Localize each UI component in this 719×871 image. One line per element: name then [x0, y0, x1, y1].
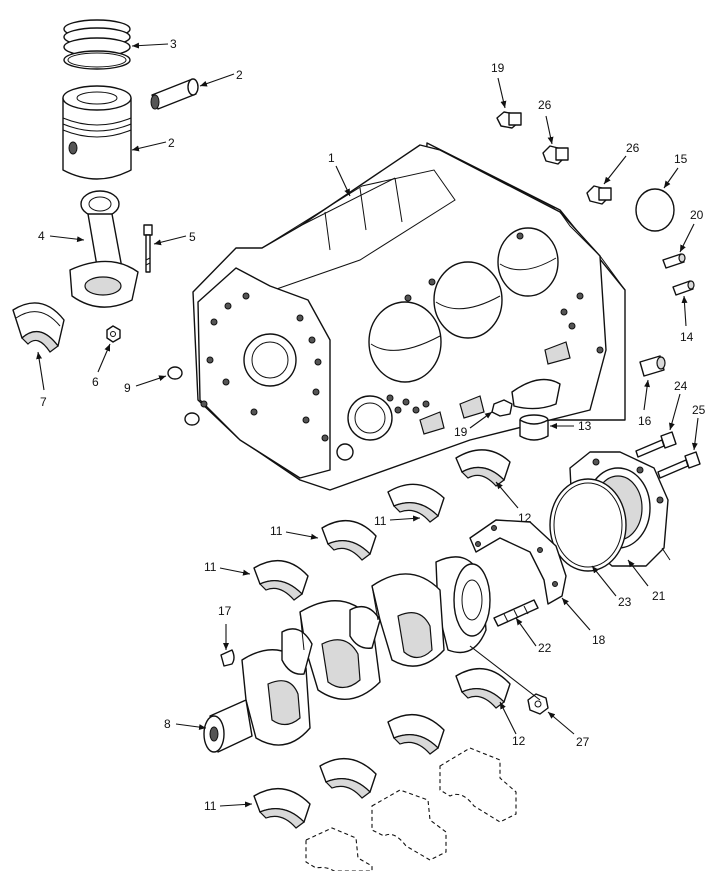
callout-13: 13 — [578, 419, 592, 433]
callout-8: 8 — [164, 717, 171, 731]
piston-rings — [63, 19, 131, 70]
callout-26-b: 26 — [626, 141, 640, 155]
callout-22: 22 — [538, 641, 552, 655]
callout-17: 17 — [218, 604, 232, 618]
bolt-24 — [635, 431, 677, 458]
callout-11-c: 11 — [204, 560, 217, 574]
callout-11-a: 11 — [374, 514, 387, 528]
leader-lines — [36, 42, 699, 808]
callout-18: 18 — [592, 633, 606, 647]
callout-9: 9 — [124, 381, 131, 395]
dowel-20 — [662, 253, 686, 269]
gasket-18 — [469, 519, 567, 605]
main-bearing-cap-center — [371, 789, 447, 861]
nut-27 — [527, 693, 549, 715]
callout-4: 4 — [38, 229, 45, 243]
callout-11-d: 11 — [204, 799, 217, 813]
plug-9-b — [184, 412, 200, 426]
plug-26-a — [542, 145, 569, 165]
callout-21: 21 — [652, 589, 666, 603]
plug-9-a — [167, 366, 183, 380]
callout-6: 6 — [92, 375, 99, 389]
bushing-13 — [519, 414, 549, 441]
bolt-19-top — [496, 111, 522, 129]
connecting-rod-bearing — [12, 302, 65, 353]
piston — [62, 85, 132, 180]
callout-25: 25 — [692, 403, 706, 417]
callout-3: 3 — [170, 37, 177, 51]
callout-1: 1 — [328, 151, 335, 165]
connecting-rod-nut — [106, 325, 121, 343]
callout-12-lower: 12 — [512, 734, 526, 748]
bolt-25 — [657, 451, 701, 479]
pin-16 — [639, 355, 666, 377]
callout-20: 20 — [690, 208, 704, 222]
main-bearing-12-upper — [455, 449, 511, 487]
callout-19-lower: 19 — [454, 425, 468, 439]
main-bearing-11-b — [321, 519, 377, 561]
main-bearing-cap-front — [305, 827, 373, 871]
main-bearing-11-f — [253, 787, 311, 829]
rear-seal-23 — [549, 478, 627, 572]
callout-19-top: 19 — [491, 61, 505, 75]
callout-5: 5 — [189, 230, 196, 244]
crankshaft — [203, 556, 491, 753]
callout-2-piston: 2 — [168, 136, 175, 150]
main-bearing-11-a — [387, 483, 445, 523]
callout-2-pin: 2 — [236, 68, 243, 82]
expansion-plug-15 — [635, 188, 675, 232]
callout-11-b: 11 — [270, 524, 283, 538]
main-bearing-11-d — [387, 713, 445, 755]
callout-27: 27 — [576, 735, 590, 749]
connecting-rod — [69, 190, 139, 308]
callout-7: 7 — [40, 395, 47, 409]
callout-26-a: 26 — [538, 98, 552, 112]
main-bearing-11-e — [319, 757, 377, 799]
main-bearing-11-c — [253, 559, 309, 601]
callout-16: 16 — [638, 414, 652, 428]
callout-23: 23 — [618, 595, 632, 609]
plug-26-b — [586, 185, 612, 205]
callout-12-upper: 12 — [518, 511, 532, 525]
roll-pin-22 — [493, 599, 539, 627]
piston-pin — [150, 78, 199, 110]
cylinder-block — [192, 142, 626, 491]
callout-14: 14 — [680, 330, 694, 344]
dowel-14 — [672, 280, 695, 296]
callout-labels: 3 2 2 4 5 6 7 9 1 19 26 26 15 20 14 16 1… — [38, 37, 706, 813]
woodruff-key-17 — [220, 649, 235, 667]
callout-15: 15 — [674, 152, 688, 166]
main-bearing-12-lower — [455, 667, 511, 709]
main-bearing-cap-rear — [439, 747, 517, 823]
callout-24: 24 — [674, 379, 688, 393]
connecting-rod-bolt — [143, 224, 153, 273]
